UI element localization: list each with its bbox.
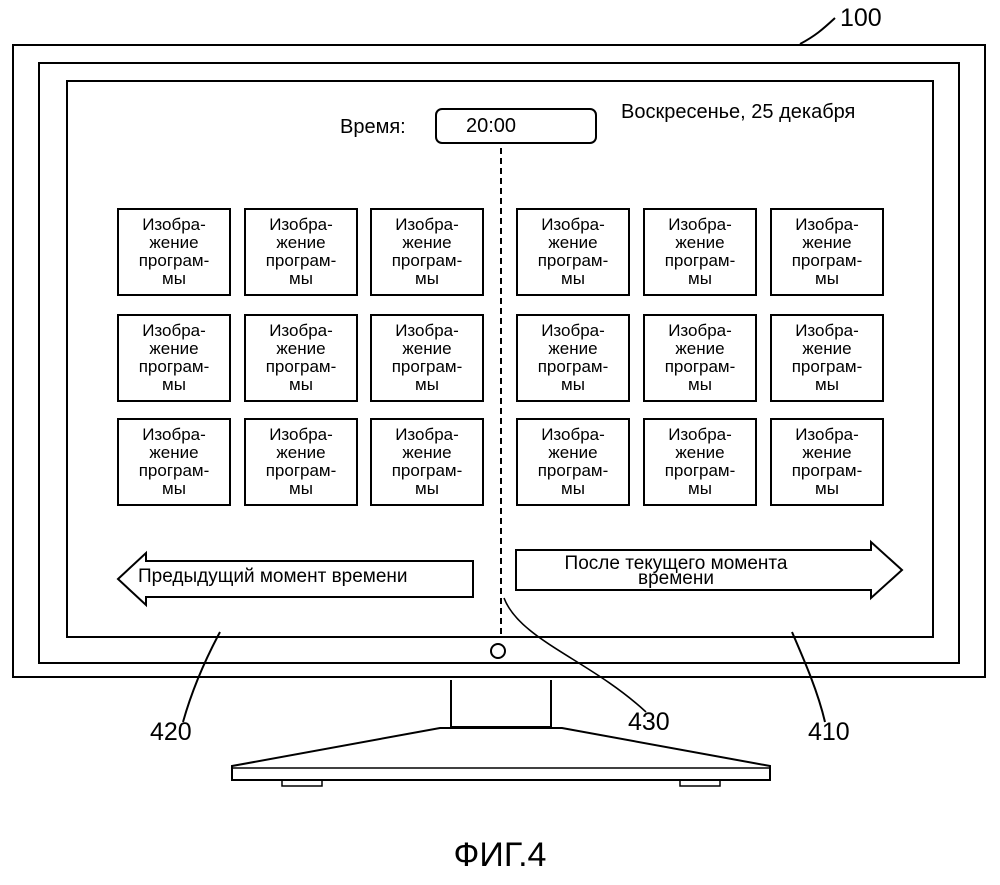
program-thumbnail[interactable]: Изобра- жение програм- мы <box>370 418 484 506</box>
next-time-label[interactable]: После текущего момента времени <box>526 556 826 586</box>
program-thumbnail[interactable]: Изобра- жение програм- мы <box>643 418 757 506</box>
ref-label-divider: 430 <box>628 708 670 737</box>
program-thumbnail[interactable]: Изобра- жение програм- мы <box>117 208 231 296</box>
time-label: Время: <box>340 116 406 139</box>
ref-label-previous-arrow: 420 <box>150 718 192 747</box>
program-thumbnail[interactable]: Изобра- жение програм- мы <box>770 314 884 402</box>
time-divider-line <box>500 148 502 634</box>
leader-line-100 <box>800 18 835 44</box>
program-thumbnail[interactable]: Изобра- жение програм- мы <box>370 208 484 296</box>
ref-label-monitor: 100 <box>840 4 882 33</box>
program-thumbnail[interactable]: Изобра- жение програм- мы <box>370 314 484 402</box>
program-thumbnail[interactable]: Изобра- жение програм- мы <box>516 208 630 296</box>
program-thumbnail[interactable]: Изобра- жение програм- мы <box>244 208 358 296</box>
figure-caption: ФИГ.4 <box>0 836 1000 875</box>
monitor-stand-base <box>232 728 770 780</box>
date-label: Воскресенье, 25 декабря <box>621 101 855 124</box>
ref-label-next-arrow: 410 <box>808 718 850 747</box>
program-thumbnail[interactable]: Изобра- жение програм- мы <box>643 208 757 296</box>
program-thumbnail[interactable]: Изобра- жение програм- мы <box>643 314 757 402</box>
program-thumbnail[interactable]: Изобра- жение програм- мы <box>516 314 630 402</box>
leader-line-410 <box>792 632 825 722</box>
program-thumbnail[interactable]: Изобра- жение програм- мы <box>117 418 231 506</box>
program-thumbnail[interactable]: Изобра- жение програм- мы <box>244 314 358 402</box>
program-thumbnail[interactable]: Изобра- жение програм- мы <box>244 418 358 506</box>
program-thumbnail[interactable]: Изобра- жение програм- мы <box>770 418 884 506</box>
leader-line-420 <box>183 632 220 722</box>
previous-time-label[interactable]: Предыдущий момент времени <box>138 566 408 588</box>
program-thumbnail[interactable]: Изобра- жение програм- мы <box>770 208 884 296</box>
program-thumbnail[interactable]: Изобра- жение програм- мы <box>117 314 231 402</box>
time-value: 20:00 <box>466 115 516 138</box>
leader-line-430 <box>504 598 646 712</box>
program-thumbnail[interactable]: Изобра- жение програм- мы <box>516 418 630 506</box>
